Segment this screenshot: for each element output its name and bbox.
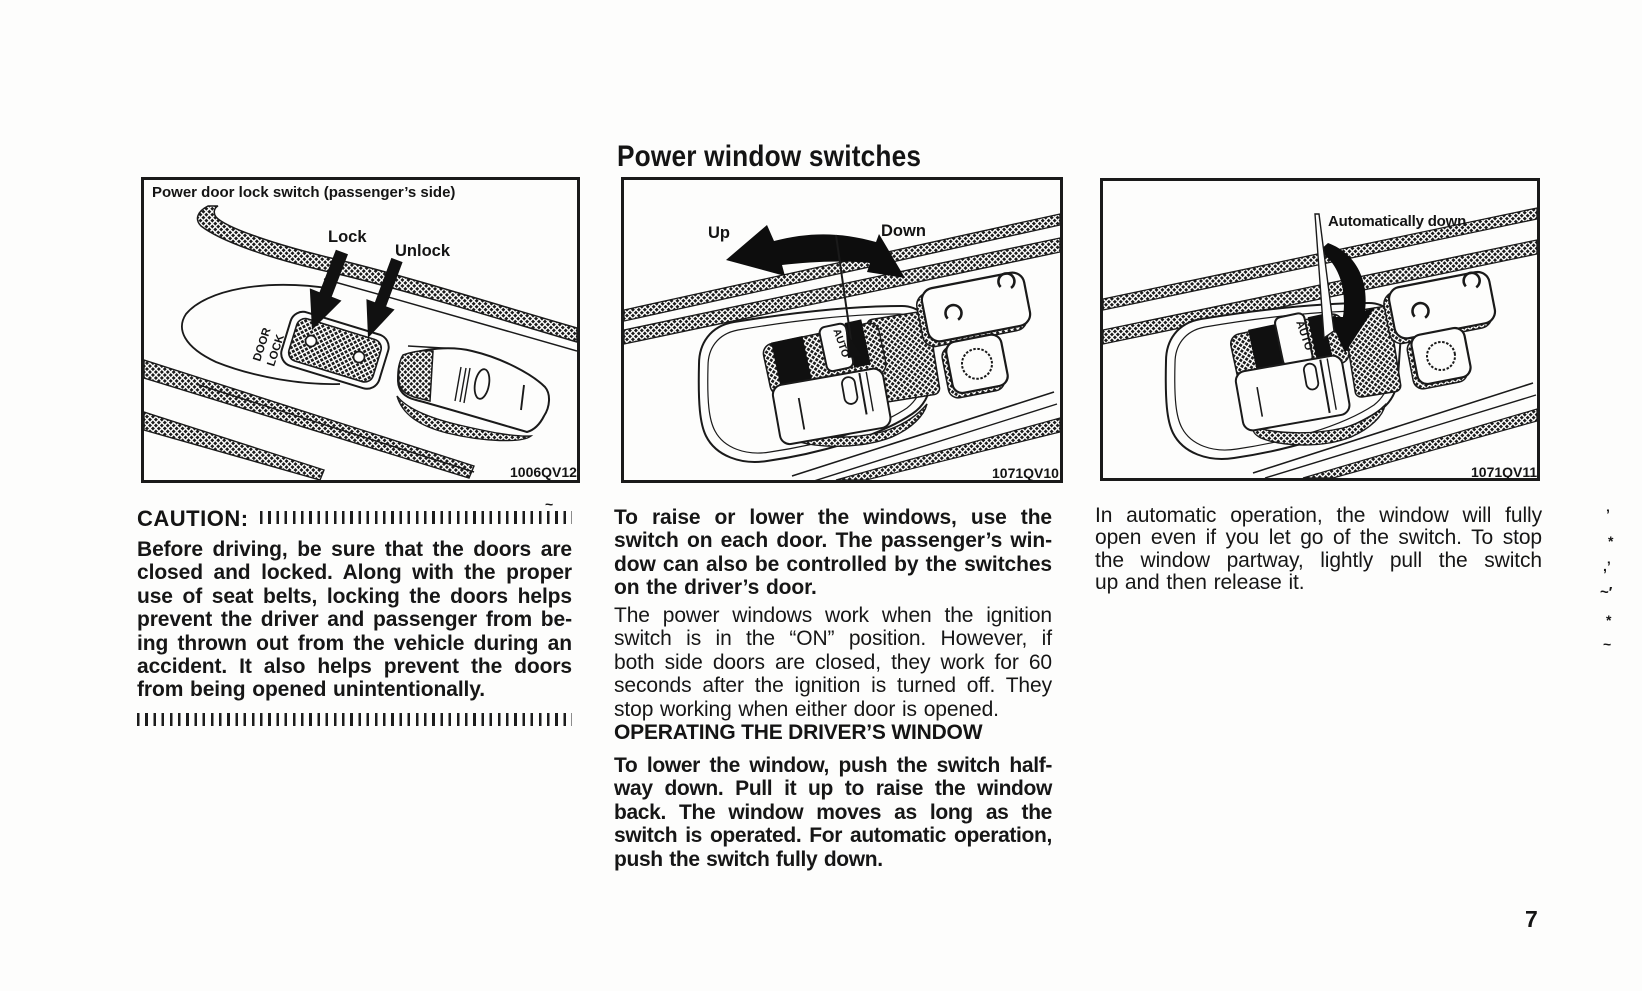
svg-text:1071QV11: 1071QV11 xyxy=(1471,464,1537,478)
svg-text:1006QV12: 1006QV12 xyxy=(510,464,577,480)
svg-text:Lock: Lock xyxy=(328,228,367,246)
svg-text:Unlock: Unlock xyxy=(395,242,451,260)
svg-text:Down: Down xyxy=(881,222,926,240)
svg-text:1071QV10: 1071QV10 xyxy=(992,465,1059,480)
svg-text:Up: Up xyxy=(708,224,730,242)
svg-text:Power door lock switch (passen: Power door lock switch (passenger’s side… xyxy=(152,184,455,201)
svg-text:Automatically down: Automatically down xyxy=(1328,213,1466,230)
